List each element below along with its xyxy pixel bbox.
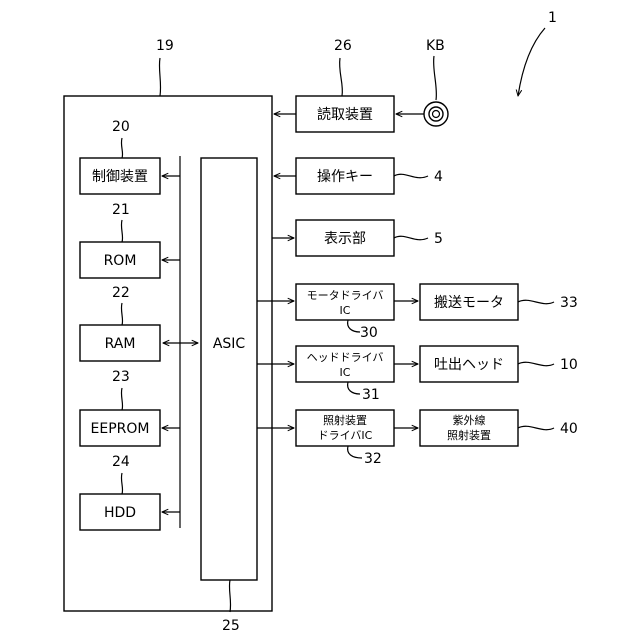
rom-label: ROM	[104, 253, 137, 269]
motor-driver-label-line1: モータドライバ	[307, 289, 384, 302]
ref-display-leader	[394, 236, 428, 239]
ref-uv-leader	[518, 426, 554, 429]
ref-kb: KB	[426, 38, 445, 54]
asic-label: ASIC	[213, 336, 246, 352]
ref-head-driver: 31	[362, 387, 380, 403]
ref-reader-leader	[340, 58, 343, 96]
hdd-label: HDD	[104, 505, 136, 521]
head-driver-label-line2: IC	[340, 366, 351, 379]
ref-motor-driver: 30	[360, 325, 378, 341]
ref-keys-leader	[394, 174, 428, 177]
head-label: 吐出ヘッド	[434, 357, 504, 373]
ref-irradiation-driver-leader	[348, 446, 362, 458]
uv-label-line2: 照射装置	[447, 428, 491, 442]
ref-head-leader	[518, 362, 554, 365]
ref-eeprom: 23	[112, 369, 130, 385]
ref-hdd: 24	[112, 454, 130, 470]
ref-uv: 40	[560, 421, 578, 437]
keys-label: 操作キー	[317, 169, 373, 185]
ref-head-driver-leader	[348, 382, 360, 394]
control-unit-label: 制御装置	[92, 169, 148, 185]
motor-driver-label-line2: IC	[340, 304, 351, 317]
display-label: 表示部	[324, 231, 366, 247]
ref-device-leader	[518, 28, 545, 96]
ref-irradiation-driver: 32	[364, 451, 382, 467]
ref-reader: 26	[334, 38, 352, 54]
ref-display: 5	[434, 231, 443, 247]
ref-motor-driver-leader	[348, 320, 360, 332]
ref-control-unit: 20	[112, 119, 130, 135]
ref-asic: 25	[222, 618, 240, 634]
reader-label: 読取装置	[317, 106, 373, 123]
ref-kb-leader	[434, 56, 437, 100]
ref-head: 10	[560, 357, 578, 373]
eeprom-label: EEPROM	[91, 421, 150, 437]
ref-keys: 4	[434, 169, 443, 185]
uv-label-line1: 紫外線	[453, 413, 486, 427]
ref-rom: 21	[112, 202, 130, 218]
asic-box	[201, 158, 257, 580]
kb-inner-icon	[433, 111, 440, 118]
ram-label: RAM	[105, 336, 136, 352]
ref-device: 1	[548, 10, 557, 26]
irradiation-driver-label-line1: 照射装置	[323, 413, 367, 427]
head-driver-label-line1: ヘッドドライバ	[307, 351, 384, 364]
ref-motor: 33	[560, 295, 578, 311]
motor-label: 搬送モータ	[434, 295, 504, 311]
irradiation-driver-label-line2: ドライバIC	[318, 429, 373, 442]
ref-controller-leader	[159, 58, 160, 96]
ref-motor-leader	[518, 300, 554, 303]
ref-ram: 22	[112, 285, 130, 301]
ref-controller: 19	[156, 38, 174, 54]
